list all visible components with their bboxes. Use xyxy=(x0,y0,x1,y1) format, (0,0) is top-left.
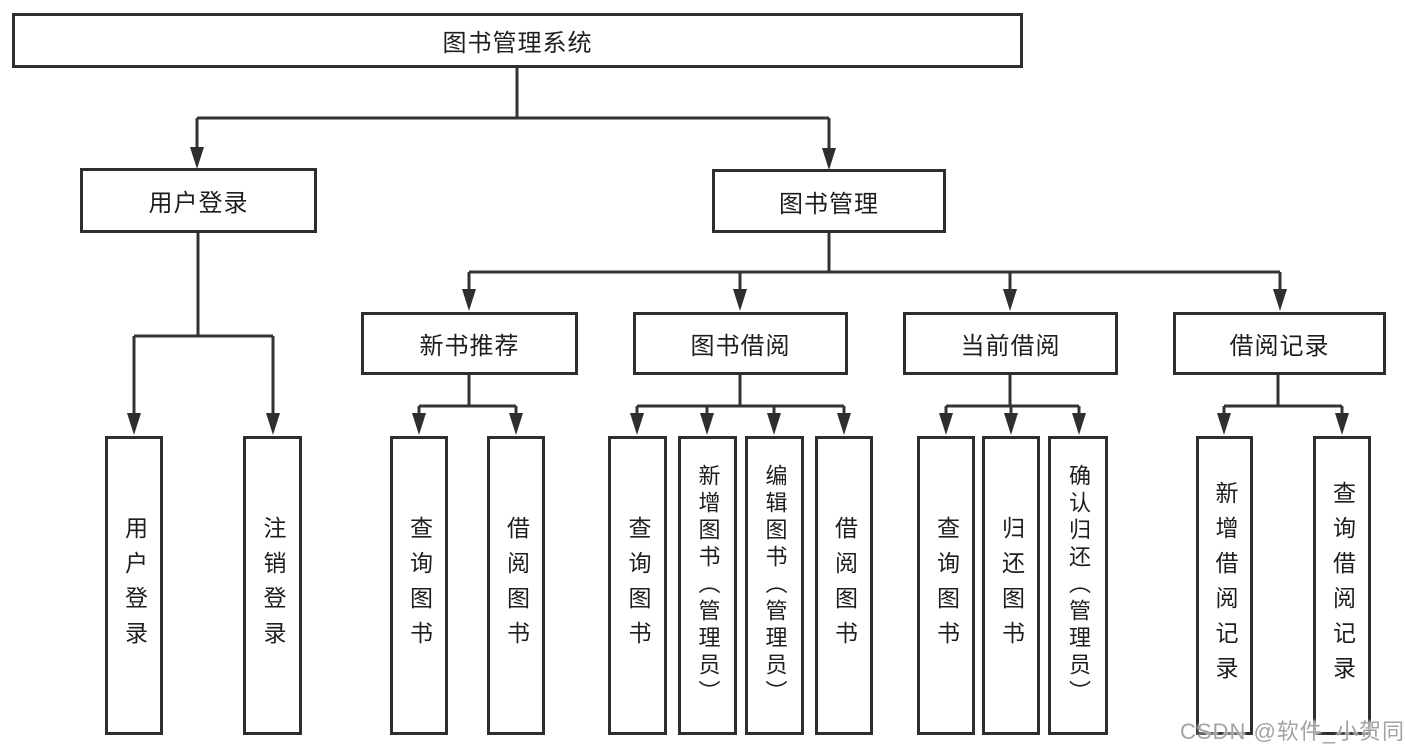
leaf-query-borrow-record-label: 查询借阅记录 xyxy=(1329,480,1356,691)
leaf-query-books-1-label: 查询图书 xyxy=(406,515,433,656)
node-new-book-recommend: 新书推荐 xyxy=(361,312,578,375)
connector-root-to-level2 xyxy=(190,68,836,170)
node-book-management: 图书管理 xyxy=(712,169,946,233)
leaf-logout-label: 注销登录 xyxy=(260,515,286,656)
node-current-borrowing-label: 当前借阅 xyxy=(960,333,1061,360)
node-root-label: 图书管理系统 xyxy=(442,30,593,57)
leaf-return-books-label: 归还图书 xyxy=(998,515,1025,656)
leaf-return-books: 归还图书 xyxy=(982,436,1040,735)
leaf-edit-books-admin-label: 编辑图书（管理员） xyxy=(762,464,788,707)
leaf-edit-books-admin: 编辑图书（管理员） xyxy=(745,436,804,735)
csdn-watermark: CSDN @软件_小贺同学 xyxy=(1180,719,1405,744)
leaf-query-books-1: 查询图书 xyxy=(390,436,448,735)
leaf-query-books-3: 查询图书 xyxy=(917,436,975,735)
connector-borrow-records-children xyxy=(1217,375,1349,435)
leaf-borrow-books-1: 借阅图书 xyxy=(487,436,545,735)
leaf-query-books-3-label: 查询图书 xyxy=(933,515,960,656)
connector-book-management-children xyxy=(462,233,1287,311)
connector-user-login-children xyxy=(127,232,280,435)
leaf-add-borrow-record: 新增借阅记录 xyxy=(1196,436,1253,735)
node-book-management-label: 图书管理 xyxy=(779,190,879,218)
leaf-confirm-return-admin: 确认归还（管理员） xyxy=(1048,436,1108,735)
leaf-borrow-books-2-label: 借阅图书 xyxy=(831,515,858,656)
node-book-borrowing-label: 图书借阅 xyxy=(690,333,791,360)
connector-new-book-children xyxy=(412,375,523,435)
leaf-query-borrow-record: 查询借阅记录 xyxy=(1313,436,1371,735)
connector-current-borrow-children xyxy=(939,375,1086,435)
node-new-book-recommend-label: 新书推荐 xyxy=(419,333,520,360)
leaf-confirm-return-admin-label: 确认归还（管理员） xyxy=(1066,464,1091,707)
node-book-borrowing: 图书借阅 xyxy=(633,312,848,375)
node-user-login-label: 用户登录 xyxy=(148,190,249,217)
leaf-add-books-admin-label: 新增图书（管理员） xyxy=(695,464,721,707)
leaf-logout: 注销登录 xyxy=(243,436,302,735)
leaf-add-borrow-record-label: 新增借阅记录 xyxy=(1212,480,1238,691)
node-current-borrowing: 当前借阅 xyxy=(903,312,1118,375)
leaf-borrow-books-1-label: 借阅图书 xyxy=(503,515,530,656)
node-borrow-records: 借阅记录 xyxy=(1173,312,1386,375)
leaf-query-books-2-label: 查询图书 xyxy=(625,515,651,656)
leaf-add-books-admin: 新增图书（管理员） xyxy=(678,436,737,735)
leaf-user-login-label: 用户登录 xyxy=(121,515,148,656)
node-user-login: 用户登录 xyxy=(80,168,317,233)
leaf-user-login: 用户登录 xyxy=(105,436,163,735)
node-borrow-records-label: 借阅记录 xyxy=(1229,333,1330,360)
node-root: 图书管理系统 xyxy=(12,13,1023,68)
leaf-query-books-2: 查询图书 xyxy=(608,436,667,735)
leaf-borrow-books-2: 借阅图书 xyxy=(815,436,873,735)
connector-book-borrow-children xyxy=(630,375,851,435)
